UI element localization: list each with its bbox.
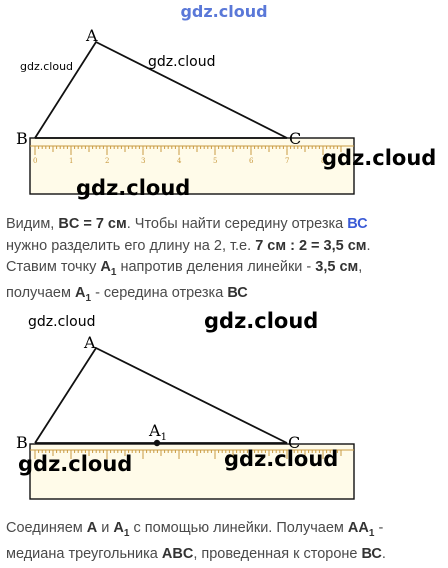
vertex-b-label: B	[16, 433, 28, 452]
ruler-tick-label: 2	[105, 157, 109, 165]
ruler-tick-label: 4	[177, 157, 182, 165]
ruler-1: 0 1 2 3 4 5 6 7 8	[29, 137, 355, 195]
vertex-a-label: A	[83, 333, 96, 352]
ruler-tick-label: 0	[33, 157, 37, 165]
watermark: gdz.cloud	[148, 54, 216, 70]
vertex-a-label: A	[85, 26, 98, 45]
watermark: gdz.cloud	[224, 447, 339, 471]
watermark: gdz.cloud	[18, 452, 133, 476]
triangle-abc-1	[34, 40, 288, 139]
ruler-tick-label: 7	[285, 157, 289, 165]
watermark: gdz.cloud	[204, 309, 319, 333]
vertex-c-label: C	[289, 129, 301, 148]
ruler-tick-label: 3	[141, 157, 145, 165]
watermark: gdz.cloud	[20, 60, 74, 73]
midpoint-a1-dot	[153, 439, 161, 447]
triangle-abc-2	[34, 346, 288, 444]
figure1-diagram: 0 1 2 3 4 5 6 7 8 A B C	[16, 26, 355, 195]
watermark: gdz.cloud	[76, 176, 191, 200]
explanation-paragraph-1: Видим, BC = 7 см. Чтобы найти середину о…	[6, 216, 371, 305]
vertex-b-label: B	[16, 129, 28, 148]
watermark: gdz.cloud	[322, 146, 437, 170]
midpoint-a1-label: A1	[148, 421, 167, 443]
site-header-watermark: gdz.cloud	[180, 2, 268, 21]
ruler-tick-label: 8	[321, 157, 325, 165]
vertex-c-label: C	[288, 433, 300, 452]
explanation-paragraph-2: Соединяем А и A1 с помощью линейки. Полу…	[6, 520, 386, 563]
ruler-tick-label: 5	[213, 157, 217, 165]
ruler-2	[29, 443, 355, 500]
watermark: gdz.cloud	[28, 314, 96, 330]
figure2-diagram: A B C A1	[16, 333, 355, 500]
ruler-tick-label: 6	[249, 157, 254, 165]
ruler-tick-label: 1	[69, 157, 73, 165]
